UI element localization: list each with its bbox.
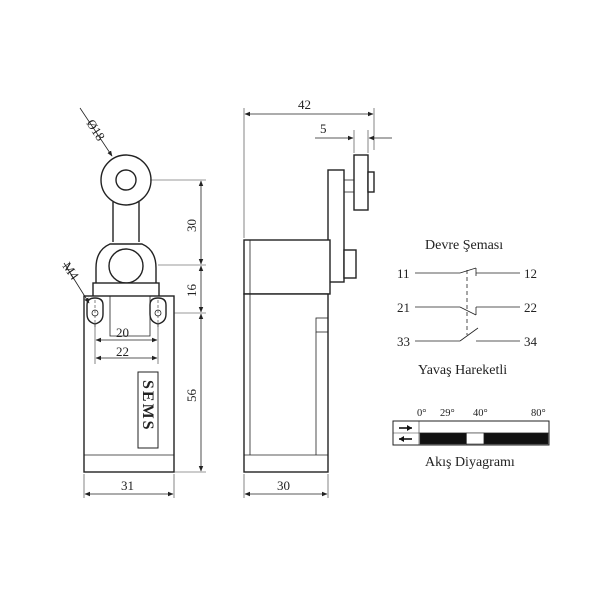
- flow-title: Akış Diyagramı: [425, 455, 515, 470]
- flow-diagram: 0° 29° 40° 80° Akış Diyagramı: [392, 408, 550, 470]
- terminal-21: 21: [397, 300, 410, 315]
- flow-segment-on-2: [483, 432, 549, 445]
- flow-segment-on-0: [419, 432, 467, 445]
- front-pivot-base: [92, 282, 160, 298]
- side-view: [243, 154, 375, 473]
- terminal-22: 22: [524, 300, 537, 315]
- side-lever-arm: [327, 169, 345, 283]
- side-body: [243, 293, 329, 473]
- front-dimensions: Ø18 30 16 56 M4 20 22 31: [60, 107, 206, 498]
- dim-front-width: 31: [121, 478, 134, 493]
- side-dimensions: 42 5 30: [243, 97, 392, 498]
- dim-side-total-width: 42: [298, 97, 311, 112]
- side-head: [243, 239, 331, 295]
- dim-mount-thread: M4: [60, 259, 83, 283]
- dim-side-body-width: 30: [277, 478, 290, 493]
- flow-segment-off-1: [466, 432, 485, 445]
- flow-segments: [419, 432, 549, 445]
- dim-roller-diameter: Ø18: [83, 116, 108, 143]
- dim-hole-spacing-outer: 22: [116, 344, 129, 359]
- dim-side-roller-width: 5: [320, 121, 327, 136]
- terminal-11: 11: [397, 266, 410, 281]
- front-mount-hole-right: [149, 297, 167, 327]
- front-lever-arm: [112, 202, 140, 242]
- action-label: Yavaş Hareketli: [418, 363, 507, 378]
- front-mount-hole-left: [86, 297, 104, 327]
- front-roller-hub: [115, 169, 137, 191]
- flow-angle-80: 80°: [531, 408, 546, 419]
- front-body: [83, 295, 175, 473]
- circuit-title: Devre Şeması: [425, 238, 503, 253]
- sems-logo: SEMS: [137, 371, 159, 449]
- terminal-34: 34: [524, 334, 538, 349]
- dim-arm-length: 30: [184, 219, 199, 232]
- terminal-12: 12: [524, 266, 537, 281]
- side-head-plug: [343, 249, 357, 279]
- terminal-33: 33: [397, 334, 410, 349]
- front-pivot-circle: [108, 248, 144, 284]
- flow-angle-29: 29°: [440, 408, 455, 419]
- dim-pivot-offset: 16: [184, 284, 199, 298]
- flow-angle-40: 40°: [473, 408, 488, 419]
- sems-logo-text: SEMS: [139, 380, 156, 432]
- flow-angle-0: 0°: [417, 408, 426, 419]
- side-roller: [353, 154, 369, 211]
- front-view: SEMS: [83, 154, 175, 473]
- side-roller-hub: [367, 171, 375, 193]
- dim-hole-spacing-inner: 20: [116, 325, 129, 340]
- dim-body-height: 56: [184, 389, 199, 403]
- flow-direction-icon: [399, 425, 412, 442]
- circuit-diagram: Devre Şeması 11 12 21 22 33 34 Yavaş Har…: [397, 238, 538, 378]
